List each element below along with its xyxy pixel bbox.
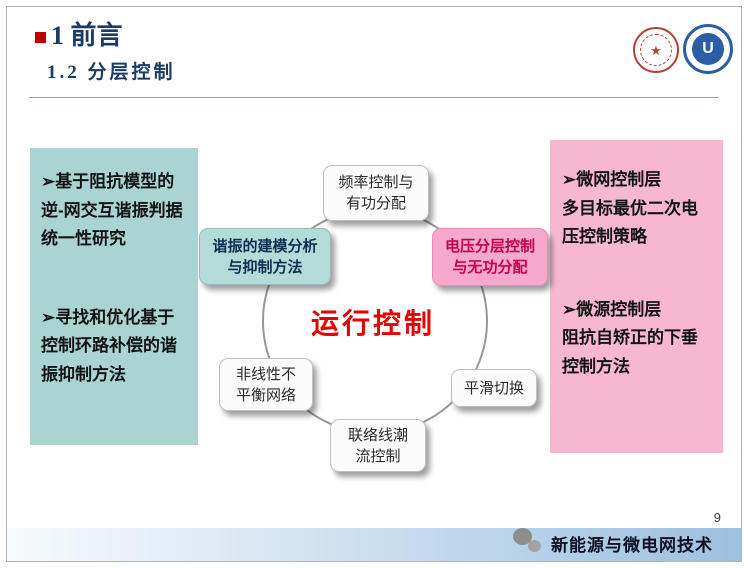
- node-tie-line-power-flow: 联络线潮 流控制: [330, 419, 426, 472]
- blue-university-logo-icon: U: [683, 24, 733, 74]
- wechat-bubble-large: [513, 528, 532, 545]
- node-nonlinear-unbalanced-network: 非线性不 平衡网络: [219, 358, 313, 411]
- right-panel-item-1-body: 多目标最优二次电压控制策略: [562, 198, 698, 247]
- right-panel-item-2-title: ➢微源控制层: [562, 299, 662, 319]
- right-panel-item-1-title: ➢微网控制层: [562, 170, 662, 189]
- diagram-center-label: 运行控制: [310, 308, 435, 339]
- page-subtitle: 1.2 分层控制: [47, 62, 176, 83]
- node-resonance-modeling: 谐振的建模分析 与抑制方法: [199, 228, 331, 285]
- wechat-icon: [513, 528, 541, 552]
- right-panel-item-2-body: 阻抗自矫正的下垂控制方法: [562, 328, 698, 376]
- right-panel-item-2: ➢微源控制层 阻抗自矫正的下垂控制方法: [562, 296, 711, 382]
- node-voltage-hierarchical-control: 电压分层控制 与无功分配: [432, 228, 548, 286]
- slide: 1 前言 1.2 分层控制 ★ U ➢基于阻抗模型的逆-网交互谐振判据统一性研究…: [6, 6, 742, 562]
- node-frequency-control: 频率控制与 有功分配: [323, 165, 429, 221]
- red-seal-logo-icon: ★: [633, 27, 679, 73]
- left-panel-item-1: ➢基于阻抗模型的逆-网交互谐振判据统一性研究: [41, 172, 183, 249]
- footer-band: [7, 528, 741, 561]
- page-number: 9: [713, 510, 721, 525]
- right-highlight-panel: ➢微网控制层 多目标最优二次电压控制策略 ➢微源控制层 阻抗自矫正的下垂控制方法: [550, 140, 723, 453]
- blue-logo-core: U: [692, 33, 724, 65]
- page-title: 1 前言: [51, 21, 123, 50]
- left-highlight-panel: ➢基于阻抗模型的逆-网交互谐振判据统一性研究 ➢寻找和优化基于控制环路补偿的谐振…: [30, 148, 198, 445]
- node-smooth-switching: 平滑切换: [451, 369, 537, 407]
- blue-logo-glyph: U: [702, 40, 714, 57]
- red-seal-glyph: ★: [650, 42, 662, 58]
- left-panel-item-2: ➢寻找和优化基于控制环路补偿的谐振抑制方法: [41, 307, 177, 384]
- right-panel-item-1: ➢微网控制层 多目标最优二次电压控制策略: [562, 166, 711, 252]
- wechat-bubble-small: [528, 540, 541, 552]
- red-seal-inner-ring: ★: [640, 34, 672, 66]
- title-bullet-square: [35, 32, 46, 43]
- footer-brand-text: 新能源与微电网技术: [551, 536, 713, 555]
- header-divider: [29, 97, 719, 98]
